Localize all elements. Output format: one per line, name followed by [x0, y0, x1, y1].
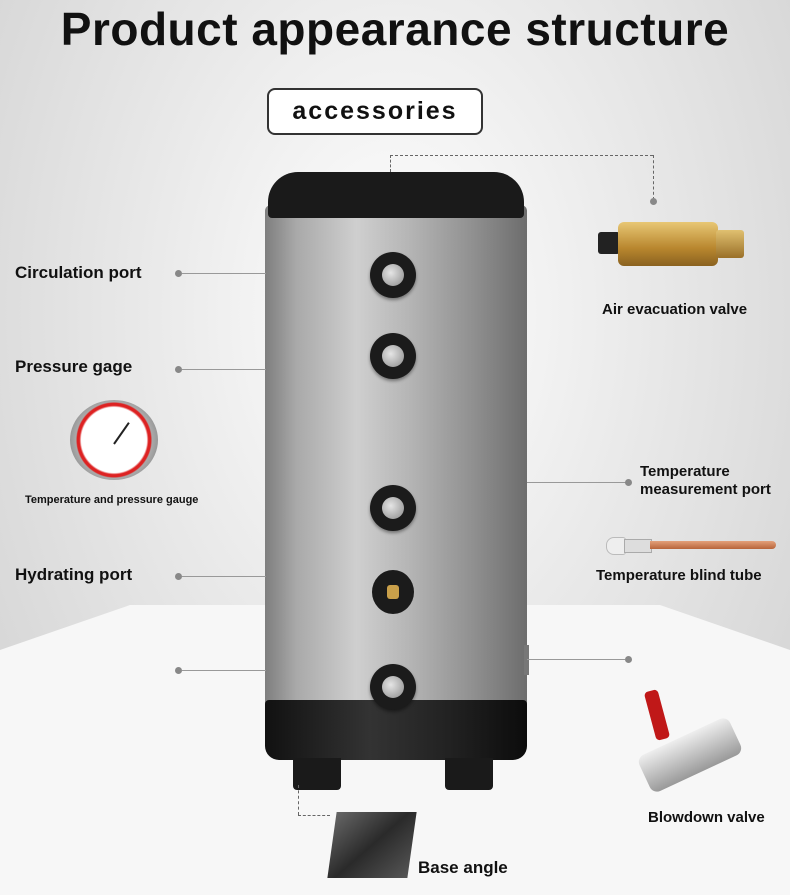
label-temperature-port-line1: Temperature [640, 463, 730, 480]
pressure-gauge-icon [70, 400, 158, 480]
leader-line [182, 670, 266, 671]
hydrating-port-upper [370, 485, 416, 531]
temperature-port-brass [372, 570, 414, 614]
temperature-blind-tube-icon [650, 541, 776, 549]
label-base-angle: Base angle [418, 858, 508, 877]
leader-line [527, 482, 627, 483]
label-temperature-port-line2: measurement port [640, 481, 771, 498]
tank-bottom-cap [265, 700, 527, 760]
leader-dot [175, 270, 182, 277]
drain-port [370, 664, 416, 710]
tank-top-cap [268, 172, 524, 218]
label-gauge-caption: Temperature and pressure gauge [25, 494, 199, 506]
accessories-badge: accessories [267, 88, 483, 135]
tank-foot [445, 758, 493, 790]
leader-dashed [653, 155, 654, 200]
leader-line [182, 273, 266, 274]
label-temperature-blind-tube: Temperature blind tube [596, 567, 762, 584]
leader-dashed [390, 155, 653, 156]
leader-dot [175, 573, 182, 580]
circulation-port-upper [370, 252, 416, 298]
air-valve-thread [716, 230, 744, 258]
blind-tube-fitting [624, 539, 652, 553]
side-fitting [524, 645, 529, 675]
leader-dot [175, 667, 182, 674]
label-air-evacuation-valve: Air evacuation valve [602, 301, 748, 318]
label-hydrating-port: Hydrating port [15, 565, 133, 584]
label-blowdown-valve: Blowdown valve [648, 809, 765, 826]
page-title: Product appearance structure [60, 3, 730, 55]
label-pressure-gage: Pressure gage [15, 357, 133, 376]
tank-foot [293, 758, 341, 790]
leader-dot [625, 656, 632, 663]
leader-dashed [298, 815, 330, 816]
leader-dashed [298, 785, 299, 815]
air-valve-cap [598, 232, 620, 254]
leader-dot [650, 198, 657, 205]
air-evacuation-valve-icon [618, 222, 718, 266]
base-angle-icon [327, 812, 417, 878]
leader-dot [625, 479, 632, 486]
leader-line [182, 369, 266, 370]
blind-tube-cap [606, 537, 626, 555]
leader-dot [175, 366, 182, 373]
leader-dashed [390, 155, 391, 172]
label-circulation-port: Circulation port [15, 263, 142, 282]
circulation-port-lower [370, 333, 416, 379]
leader-line [182, 576, 266, 577]
leader-line [527, 659, 625, 660]
